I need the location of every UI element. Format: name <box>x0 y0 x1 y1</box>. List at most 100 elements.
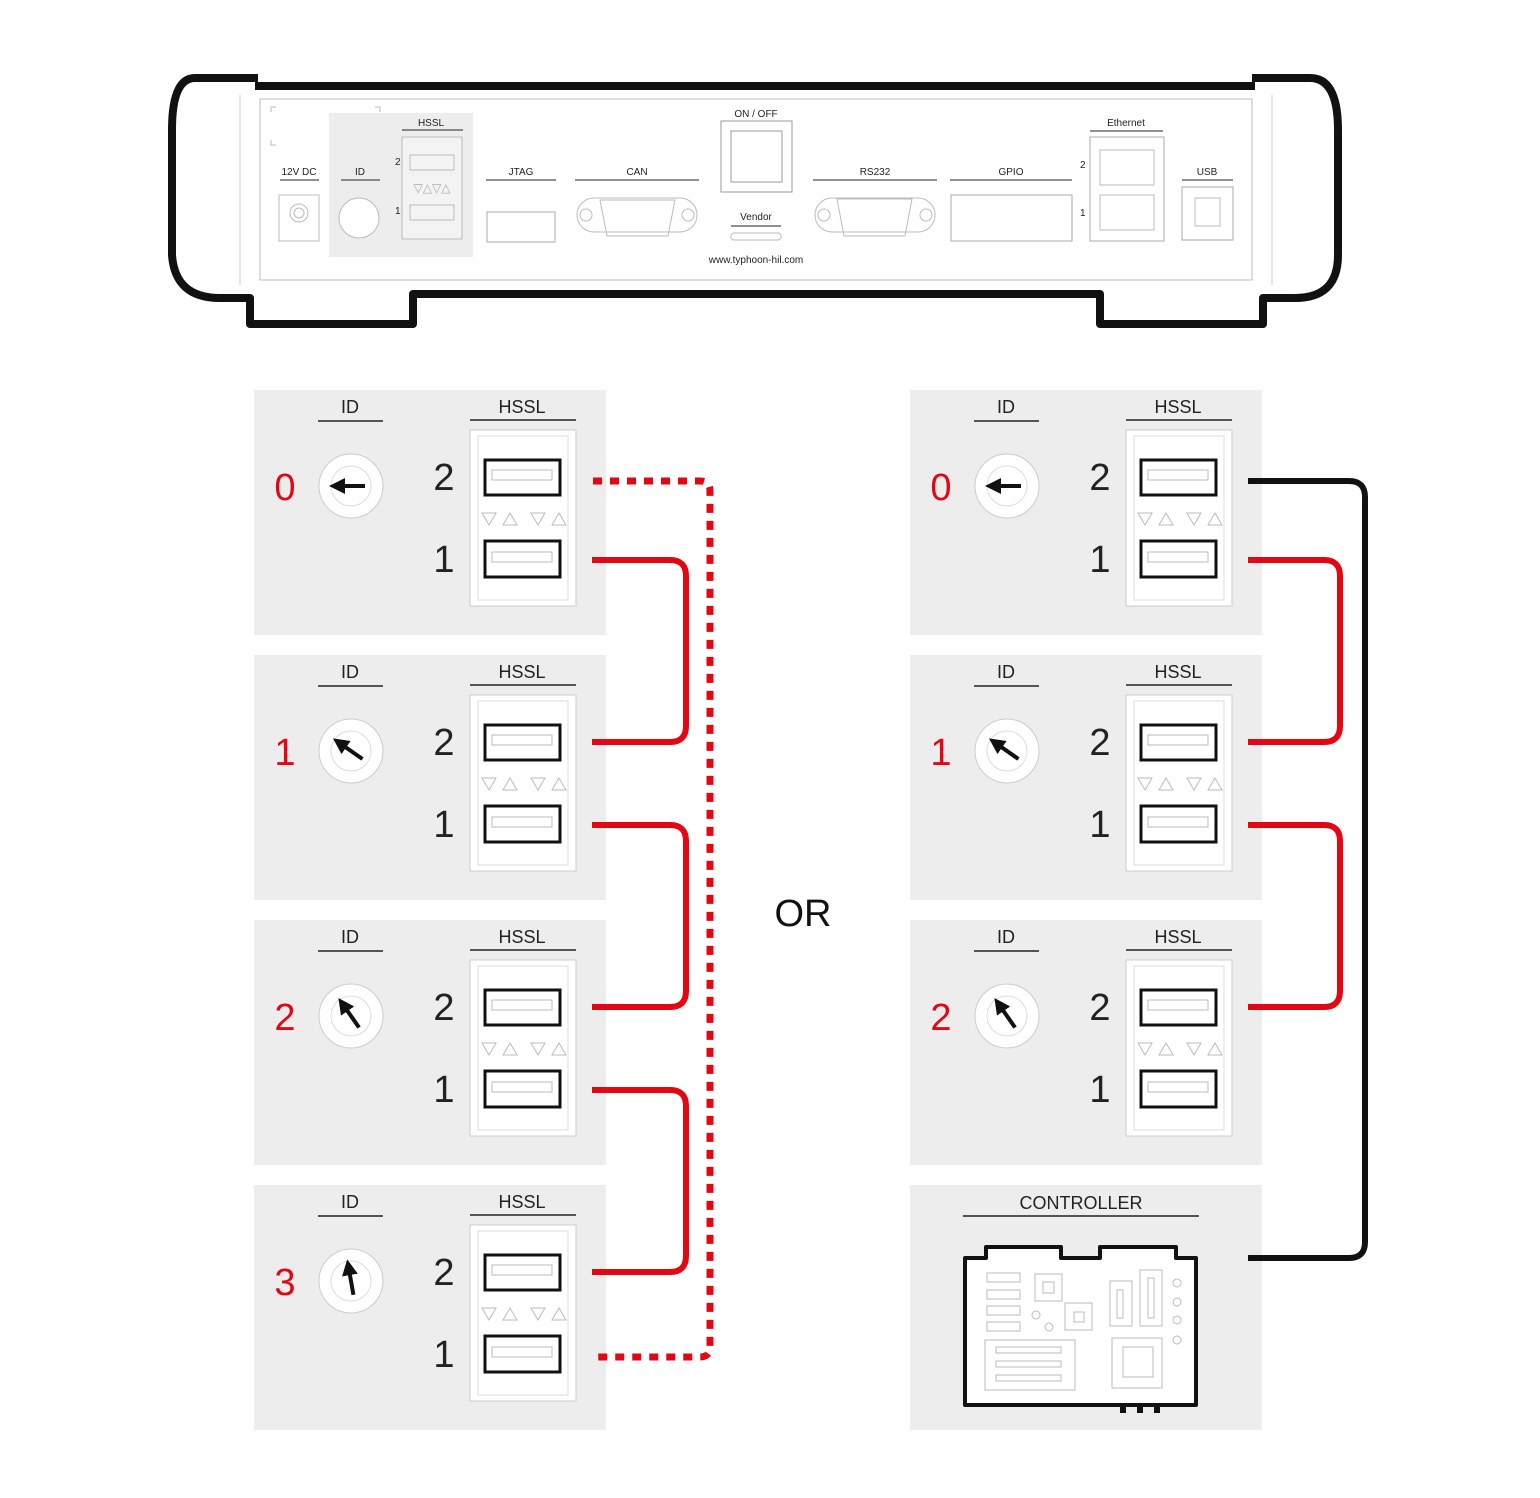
led-triangles-icon <box>1137 512 1223 526</box>
id-rotary-dial[interactable] <box>318 453 384 519</box>
hssl-cage-inner <box>1133 700 1225 866</box>
led-triangles-icon <box>1137 777 1223 791</box>
led-triangles-icon <box>481 777 567 791</box>
hssl-connector[interactable]: ▽△▽△ <box>401 136 463 240</box>
led-triangles-icon <box>481 1307 567 1321</box>
link-r-id1-p1-to-id2-p2 <box>1248 822 1343 1010</box>
hssl-port-1[interactable] <box>1139 539 1218 579</box>
dial-ring <box>330 730 372 772</box>
hssl-cage <box>1125 694 1233 872</box>
id-label: ID <box>997 662 1015 682</box>
usb-port[interactable] <box>1181 186 1234 241</box>
id-rotary-dial[interactable] <box>974 718 1040 784</box>
rs232-db9-connector[interactable] <box>814 197 936 237</box>
led-triangles-icon <box>481 512 567 526</box>
hssl-label: HSSL <box>1154 927 1201 947</box>
hssl-port-1[interactable] <box>483 539 562 579</box>
can-db9-connector[interactable] <box>576 197 698 237</box>
gpio-terminal-block[interactable] <box>950 194 1073 242</box>
link-id1-p1-to-id2-p2 <box>592 822 689 1010</box>
controller-panel: CONTROLLER <box>910 1185 1262 1430</box>
hssl-label: HSSL <box>498 662 545 682</box>
hssl-port-1-label: 1 <box>395 206 401 217</box>
hssl-port-2[interactable] <box>483 723 562 762</box>
hssl-port-1[interactable] <box>483 1334 562 1374</box>
label-id: ID <box>355 167 365 178</box>
id-value: 1 <box>930 732 951 774</box>
port-1-label: 1 <box>433 539 454 581</box>
label-power-switch: ON / OFF <box>734 109 777 120</box>
id-dial[interactable] <box>338 197 380 239</box>
port-pins <box>1147 1081 1209 1093</box>
port-2-label: 2 <box>1089 457 1110 499</box>
id-value: 2 <box>930 997 951 1039</box>
id-label: ID <box>997 927 1015 947</box>
hssl-cage-inner <box>477 1230 569 1396</box>
hssl-cage-inner <box>477 700 569 866</box>
dial-arrow-icon <box>332 738 364 761</box>
id-rotary-dial[interactable] <box>318 1248 384 1314</box>
hssl-port-1[interactable] <box>483 1069 562 1109</box>
id-rotary-dial[interactable] <box>974 983 1040 1049</box>
id-rotary-dial[interactable] <box>318 983 384 1049</box>
led-triangles-icon <box>481 1042 567 1056</box>
hssl-label: HSSL <box>1154 662 1201 682</box>
hssl-port-2[interactable] <box>483 1253 562 1292</box>
hssl-cage <box>1125 429 1233 607</box>
hssl-cage-inner <box>477 435 569 601</box>
label-vendor: Vendor <box>740 212 772 223</box>
id-label: ID <box>997 397 1015 417</box>
id-rotary-dial[interactable] <box>318 718 384 784</box>
website-url: www.typhoon-hil.com <box>708 255 803 266</box>
port-pins <box>1147 469 1209 481</box>
hssl-port-2[interactable] <box>1139 988 1218 1027</box>
id-label: ID <box>341 1192 359 1212</box>
hssl-port-1[interactable] <box>483 804 562 844</box>
vendor-connector[interactable] <box>730 232 782 241</box>
port-pins <box>491 999 553 1011</box>
hssl-cage-inner <box>1133 435 1225 601</box>
port-2-label: 2 <box>1089 722 1110 764</box>
dial-ring <box>330 995 372 1037</box>
jtag-connector[interactable] <box>486 211 556 243</box>
hssl-cage-inner <box>1133 965 1225 1131</box>
port-1-label: 1 <box>1089 1069 1110 1111</box>
label-ethernet: Ethernet <box>1107 118 1145 129</box>
led-triangles-icon <box>1137 1042 1223 1056</box>
left-links <box>592 477 714 1361</box>
hssl-port-2[interactable] <box>483 458 562 497</box>
hssl-port-2[interactable] <box>1139 723 1218 762</box>
hssl-label: HSSL <box>498 927 545 947</box>
hssl-port-1[interactable] <box>1139 1069 1218 1109</box>
hssl-label: HSSL <box>1154 397 1201 417</box>
port-pins <box>491 551 553 563</box>
dc-jack <box>278 194 320 242</box>
hssl-port-1[interactable] <box>1139 804 1218 844</box>
port-2-label: 2 <box>433 457 454 499</box>
id-value: 1 <box>274 732 295 774</box>
hssl-port-2[interactable] <box>1139 458 1218 497</box>
ethernet-ports[interactable] <box>1089 136 1165 242</box>
label-usb: USB <box>1197 167 1218 178</box>
power-switch[interactable] <box>720 120 793 193</box>
id-value: 0 <box>930 467 951 509</box>
hssl-port-2[interactable] <box>483 988 562 1027</box>
dial-arrow-icon <box>342 1259 358 1296</box>
port-1-label: 1 <box>433 1334 454 1376</box>
id-rotary-dial[interactable] <box>974 453 1040 519</box>
dial-arrow-icon <box>988 738 1020 761</box>
hssl-cage <box>469 959 577 1137</box>
port-2-label: 2 <box>433 722 454 764</box>
hssl-cage <box>469 1224 577 1402</box>
device-enclosure <box>168 74 1342 328</box>
hssl-label: HSSL <box>498 1192 545 1212</box>
svg-text:▽△▽△: ▽△▽△ <box>414 181 452 195</box>
controller-label: CONTROLLER <box>1019 1193 1142 1213</box>
label-jtag: JTAG <box>509 167 534 178</box>
